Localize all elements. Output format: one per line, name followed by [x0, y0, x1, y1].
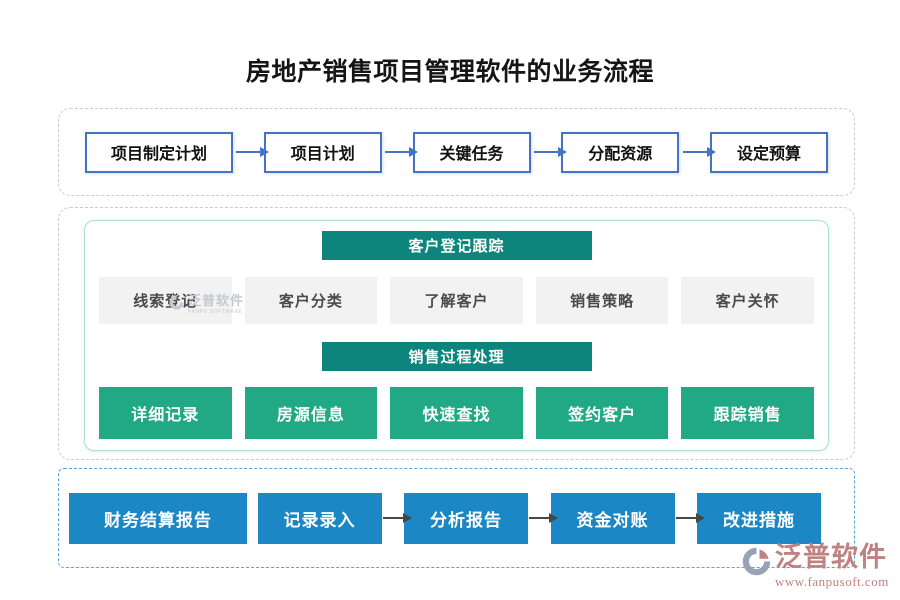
- arrow-right-icon: [682, 151, 707, 153]
- process-step-box: 签约客户: [535, 387, 669, 439]
- tracking-steps-row: 线索登记 客户分类 了解客户 销售策略 客户关怀: [99, 277, 814, 324]
- brand-text-stack: 泛普软件 www.fanpusoft.com: [775, 542, 889, 590]
- arrow-right-icon: [382, 517, 403, 519]
- process-step-box: 详细记录: [99, 387, 232, 439]
- tracking-step-box: 销售策略: [535, 277, 669, 324]
- process-step-box: 房源信息: [244, 387, 378, 439]
- finance-step-box: 改进措施: [697, 492, 821, 544]
- planning-flow-container: 项目制定计划 项目计划 关键任务 分配资源 设定预算: [58, 108, 855, 196]
- brand-name: 泛普软件: [775, 542, 887, 572]
- page-title: 房地产销售项目管理软件的业务流程: [245, 58, 654, 86]
- finance-flow-container: 财务结算报告 记录录入 分析报告 资金对账 改进措施: [58, 468, 855, 568]
- fanpu-brand: 泛普软件 www.fanpusoft.com: [740, 542, 889, 590]
- tracking-step-box: 线索登记: [99, 277, 232, 324]
- planning-step-box: 项目制定计划: [85, 131, 233, 173]
- customer-sales-container: 客户登记跟踪 线索登记 客户分类 了解客户 销售策略 客户关怀 销售过程处理 详…: [58, 207, 855, 460]
- customer-tracking-header: 客户登记跟踪: [321, 231, 592, 260]
- tracking-step-box: 了解客户: [390, 277, 523, 324]
- sales-process-header: 销售过程处理: [321, 342, 592, 371]
- finance-step-box: 记录录入: [257, 492, 382, 544]
- arrow-right-icon: [385, 151, 410, 153]
- finance-step-box: 资金对账: [550, 492, 675, 544]
- planning-step-box: 设定预算: [710, 131, 828, 173]
- arrow-right-icon: [236, 151, 261, 153]
- brand-url: www.fanpusoft.com: [775, 573, 889, 589]
- fanpu-logo-icon: [740, 543, 773, 578]
- finance-step-box: 财务结算报告: [69, 492, 247, 544]
- customer-sales-panel: 客户登记跟踪 线索登记 客户分类 了解客户 销售策略 客户关怀 销售过程处理 详…: [84, 220, 829, 451]
- tracking-step-box: 客户关怀: [681, 277, 814, 324]
- process-step-box: 快速查找: [390, 387, 523, 439]
- arrow-right-icon: [529, 517, 550, 519]
- planning-step-box: 关键任务: [412, 131, 531, 173]
- process-step-box: 跟踪销售: [681, 387, 814, 439]
- process-steps-row: 详细记录 房源信息 快速查找 签约客户 跟踪销售: [99, 387, 814, 439]
- planning-step-box: 项目计划: [263, 131, 382, 173]
- tracking-step-box: 客户分类: [244, 277, 378, 324]
- arrow-right-icon: [675, 517, 696, 519]
- arrow-right-icon: [533, 151, 558, 153]
- finance-step-box: 分析报告: [404, 492, 528, 544]
- planning-step-box: 分配资源: [561, 131, 680, 173]
